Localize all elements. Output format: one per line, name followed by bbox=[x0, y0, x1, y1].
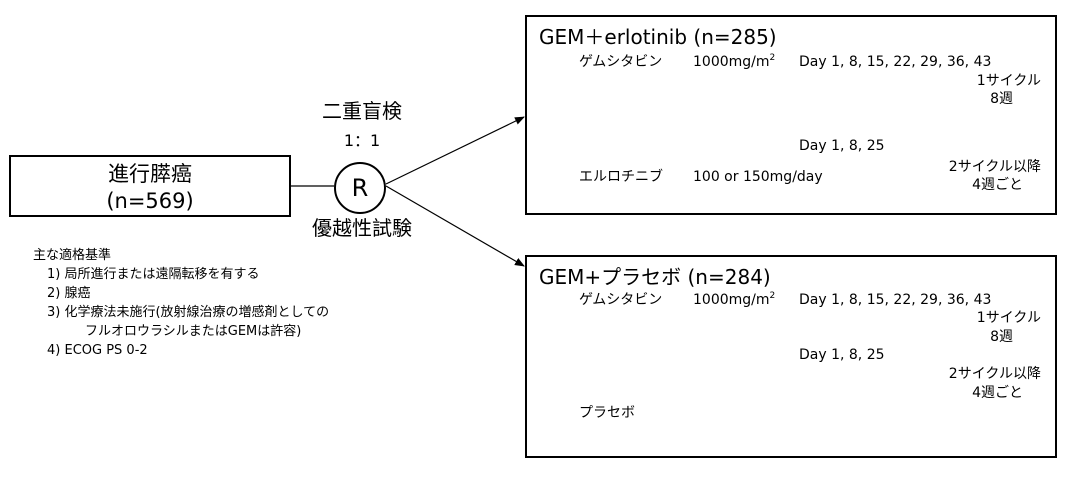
randomization-symbol: R bbox=[334, 162, 386, 214]
arrow-to-erlotinib-arm bbox=[385, 116, 525, 185]
cycle-length: 8週 bbox=[990, 91, 1013, 107]
drug-dose: 100 or 150mg/day bbox=[693, 169, 823, 185]
cycle-length: 4週ごと bbox=[972, 385, 1023, 401]
dose-value: 1000mg/m bbox=[693, 54, 770, 70]
dosing-schedule: Day 1, 8, 25 bbox=[799, 347, 885, 363]
drug-name: ゲムシタビン bbox=[579, 54, 663, 70]
arrow-to-placebo-arm bbox=[385, 185, 525, 267]
dose-value: 1000mg/m bbox=[693, 292, 770, 308]
cycle-label: 2サイクル以降 bbox=[948, 366, 1041, 382]
patient-count: (n=569) bbox=[106, 189, 194, 213]
criteria-item: 2) 腺癌 bbox=[47, 286, 91, 301]
blinding-label: 二重盲検 bbox=[322, 99, 402, 123]
drug-name: エルロチニブ bbox=[579, 169, 663, 185]
trial-design-label: 優越性試験 bbox=[312, 216, 412, 240]
cycle-label: 2サイクル以降 bbox=[948, 159, 1041, 175]
cycle-length: 4週ごと bbox=[972, 177, 1023, 193]
cycle-length: 8週 bbox=[990, 329, 1013, 345]
drug-dose: 1000mg/m2 bbox=[693, 53, 775, 71]
criteria-heading: 主な適格基準 bbox=[33, 248, 112, 263]
arm-title: GEM＋erlotinib (n=285) bbox=[539, 25, 777, 49]
dosing-schedule: Day 1, 8, 15, 22, 29, 36, 43 bbox=[799, 292, 992, 308]
criteria-item: フルオロウラシルまたはGEMは許容) bbox=[85, 324, 302, 339]
criteria-item: 3) 化学療法未施行(放射線治療の増感剤としての bbox=[47, 305, 330, 320]
drug-name: ゲムシタビン bbox=[579, 292, 663, 308]
drug-name: プラセボ bbox=[579, 405, 635, 421]
criteria-item: 4) ECOG PS 0-2 bbox=[47, 343, 148, 358]
arm-title: GEM+プラセボ (n=284) bbox=[539, 265, 771, 289]
dose-unit-exponent: 2 bbox=[769, 53, 776, 63]
dose-unit-exponent: 2 bbox=[769, 291, 776, 301]
cycle-label: 1サイクル bbox=[976, 310, 1041, 326]
patient-population-label: 進行膵癌 bbox=[108, 162, 192, 186]
drug-dose: 1000mg/m2 bbox=[693, 291, 775, 309]
criteria-item: 1) 局所進行または遠隔転移を有する bbox=[47, 267, 260, 282]
patient-population-box: 進行膵癌 (n=569) bbox=[9, 155, 291, 217]
erlotinib-arm-box: GEM＋erlotinib (n=285) ゲムシタビン 1000mg/m2 D… bbox=[525, 15, 1057, 215]
cycle-label: 1サイクル bbox=[976, 73, 1041, 89]
allocation-ratio: 1：1 bbox=[343, 131, 381, 150]
dosing-schedule: Day 1, 8, 15, 22, 29, 36, 43 bbox=[799, 54, 992, 70]
dosing-schedule: Day 1, 8, 25 bbox=[799, 138, 885, 154]
placebo-arm-box: GEM+プラセボ (n=284) ゲムシタビン 1000mg/m2 Day 1,… bbox=[525, 255, 1057, 458]
